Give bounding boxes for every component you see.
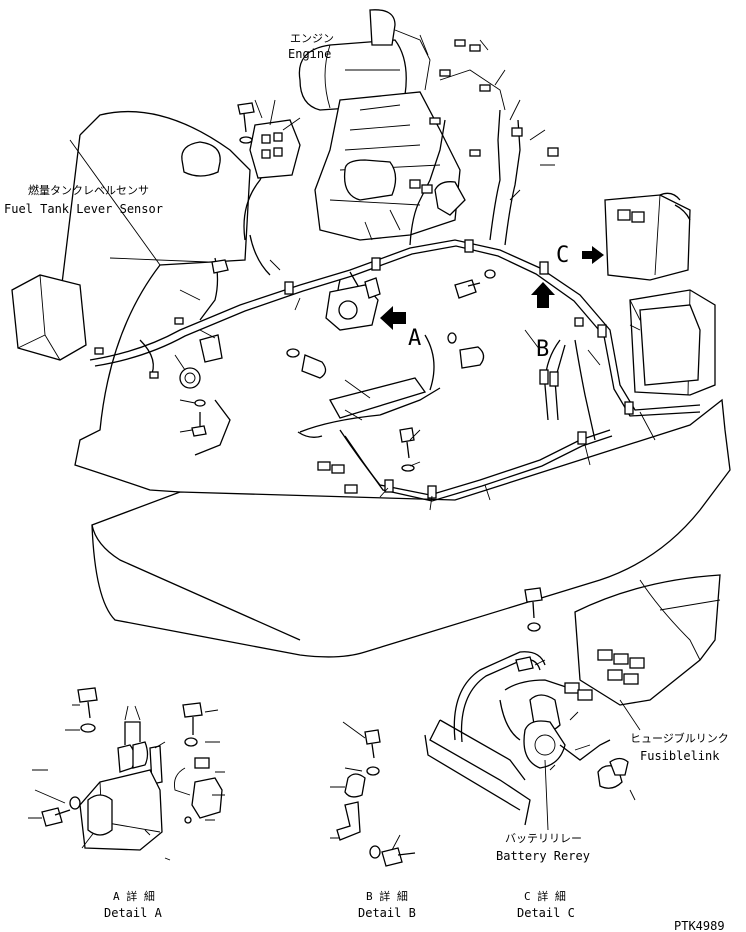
leader-lines xyxy=(69,34,656,511)
view-arrow-c xyxy=(582,246,604,264)
detail-a-drawing xyxy=(28,687,225,861)
machine-frame xyxy=(11,110,731,658)
detail-a-title-en: Detail A xyxy=(104,906,163,920)
main-harness xyxy=(89,109,701,502)
battery-relay-label-jp: バッテリリレー xyxy=(505,832,582,845)
text-labels: エンジン Engine 燃量タンクレベルセンサ Fuel Tank Lever … xyxy=(4,32,729,932)
detail-c-title-jp: C 詳 細 xyxy=(524,889,566,903)
center-components xyxy=(286,39,584,494)
detail-c-title-en: Detail C xyxy=(517,906,575,920)
view-a-label: A xyxy=(408,326,421,351)
view-arrow-a xyxy=(380,306,406,330)
detail-c-drawing xyxy=(424,574,721,831)
detail-b-drawing xyxy=(330,721,416,867)
battery-box xyxy=(604,192,716,396)
engine-label-jp: エンジン xyxy=(290,32,334,45)
left-components xyxy=(94,102,301,437)
detail-b-title-jp: B 詳 細 xyxy=(366,889,408,903)
detail-b-title-en: Detail B xyxy=(358,906,416,920)
engine xyxy=(298,9,506,241)
battery-relay-label-en: Battery Rerey xyxy=(496,849,590,863)
part-number: PTK4989 xyxy=(674,919,725,932)
fusiblelink-label-en: Fusiblelink xyxy=(640,749,720,763)
detail-a-title-jp: A 詳 細 xyxy=(113,889,155,903)
fuel-sensor-label-en: Fuel Tank Lever Sensor xyxy=(4,202,163,216)
view-c-label: C xyxy=(556,243,569,268)
fuel-sensor-label-jp: 燃量タンクレベルセンサ xyxy=(28,183,149,197)
fusiblelink-label-jp: ヒュージブルリンク xyxy=(630,731,729,745)
view-arrow-b xyxy=(531,282,555,308)
engine-label-en: Engine xyxy=(288,47,331,61)
view-b-label: B xyxy=(536,337,549,362)
